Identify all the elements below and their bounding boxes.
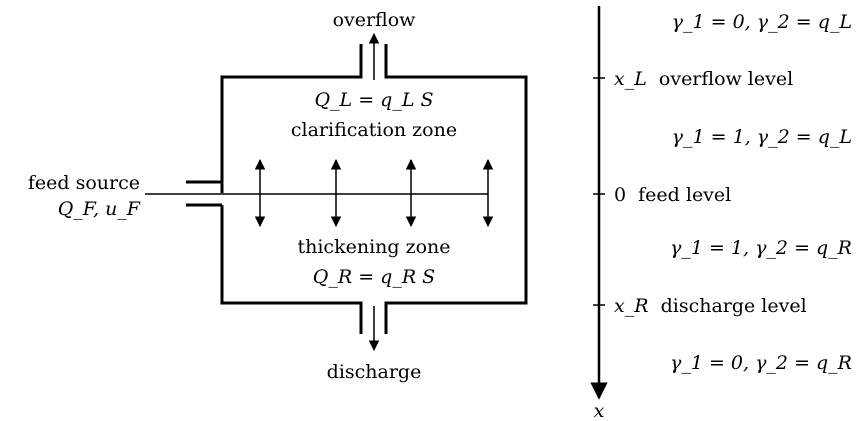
level-text: discharge level [661,295,807,317]
zone-condition: γ_1 = 0, γ_2 = q_L [672,11,852,33]
x-axis-label: x [594,400,605,421]
level-text: overflow level [659,68,793,90]
level-text: feed level [638,184,731,206]
vessel-bottom-left-wall [220,205,363,334]
feed-source-label: feed source [28,172,140,194]
vessel-top-right-wall [384,44,528,334]
level-feed: 0 feed level [614,184,731,206]
feed-distribution-arrows [254,158,494,228]
zone-condition: γ_1 = 1, γ_2 = q_L [672,126,852,148]
level-symbol: 0 [614,184,626,206]
thickening-zone-label: thickening zone [297,236,450,258]
level-symbol: x_R [614,295,649,317]
zone-condition: γ_1 = 1, γ_2 = q_R [670,237,852,259]
zone-condition: γ_1 = 0, γ_2 = q_R [670,352,852,374]
qr-equation: Q_R = q_R S [313,266,435,288]
discharge-label: discharge [327,361,422,383]
level-discharge: x_R discharge level [614,295,807,317]
overflow-label: overflow [333,9,417,31]
clarification-zone-label: clarification zone [291,119,457,141]
ql-equation: Q_L = q_L S [314,89,433,111]
level-symbol: x_L [614,68,647,90]
feed-variables-label: Q_F, u_F [58,198,141,220]
vessel [186,44,528,334]
level-overflow: x_L overflow level [614,68,793,90]
vessel-top-left-wall [220,44,363,193]
